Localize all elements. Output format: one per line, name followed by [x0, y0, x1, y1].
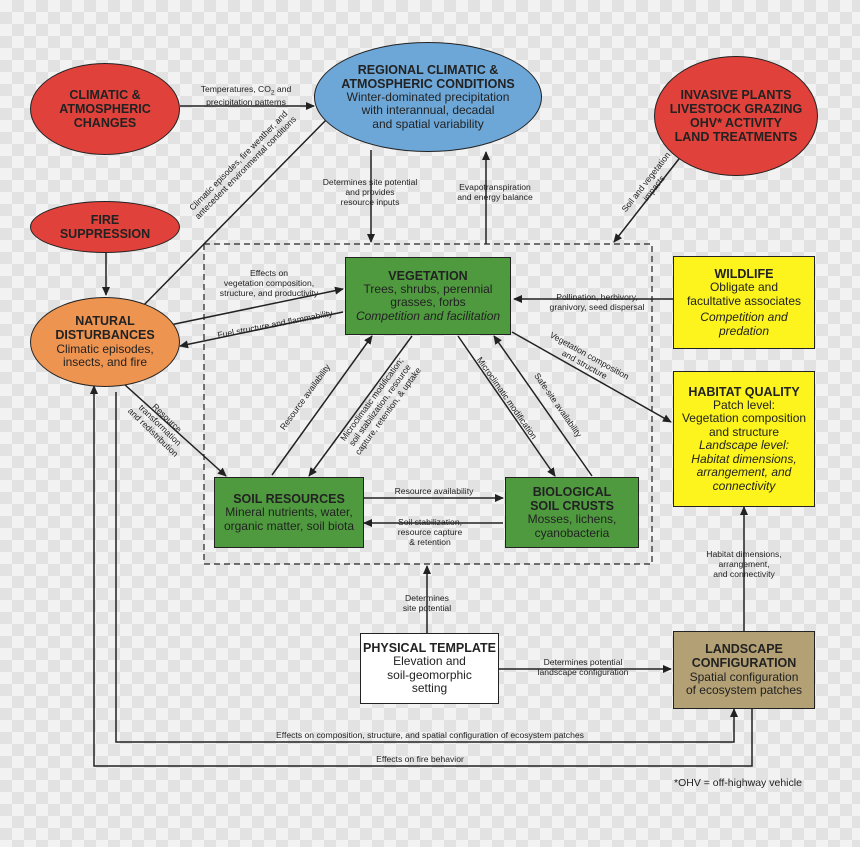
node-natural-disturbances: NATURAL DISTURBANCES Climatic episodes, … [30, 297, 180, 387]
label-evapotranspiration: Evapotranspiration and energy balance [457, 182, 533, 203]
node-habitat-quality: HABITAT QUALITY Patch level: Vegetation … [673, 371, 815, 507]
label-soil-stabilization: Soil stabilization, resource capture & r… [397, 517, 463, 548]
node-title: SOIL RESOURCES [233, 491, 345, 506]
node-title: NATURAL DISTURBANCES [55, 314, 155, 343]
node-body: Patch level: Vegetation composition and … [681, 397, 807, 439]
label-determines-potential-landscape: Determines potential landscape configura… [537, 657, 629, 678]
label-effects-fire: Effects on fire behavior [376, 754, 464, 764]
arrow-effects-fire [90, 385, 753, 767]
node-title: HABITAT QUALITY [688, 384, 800, 399]
node-biological-soil-crusts: BIOLOGICAL SOIL CRUSTS Mosses, lichens, … [505, 477, 639, 548]
node-italic: Competition and predation [700, 310, 788, 338]
arrow-effects-veg [169, 286, 344, 326]
label-pollination: Pollination, herbivory, granivory, seed … [549, 292, 645, 313]
node-wildlife: WILDLIFE Obligate and facultative associ… [673, 256, 815, 349]
label-effects-composition: Effects on composition, structure, and s… [276, 730, 584, 740]
arrow-climatic-episodes [137, 117, 329, 312]
label-determines-site-potential: Determines site potential [402, 593, 452, 614]
node-body: Climatic episodes, insects, and fire [56, 341, 154, 370]
node-title: PHYSICAL TEMPLATE [363, 641, 496, 656]
node-regional-conditions: REGIONAL CLIMATIC & ATMOSPHERIC CONDITIO… [314, 42, 542, 152]
node-italic: Competition and facilitation [355, 308, 501, 323]
footnote: *OHV = off-highway vehicle [674, 777, 802, 789]
node-body: Obligate and facultative associates [686, 279, 802, 308]
node-body: Elevation and soil-geomorphic setting [387, 654, 472, 696]
label-resource-availability-h: Resource availability [394, 486, 474, 496]
node-title: BIOLOGICAL SOIL CRUSTS [530, 484, 614, 513]
node-title: REGIONAL CLIMATIC & ATMOSPHERIC CONDITIO… [341, 62, 515, 91]
node-title: INVASIVE PLANTS LIVESTOCK GRAZING OHV* A… [669, 87, 803, 145]
node-invasive-plants: INVASIVE PLANTS LIVESTOCK GRAZING OHV* A… [654, 56, 818, 176]
node-climatic-changes: CLIMATIC & ATMOSPHERIC CHANGES [30, 63, 180, 155]
node-title: VEGETATION [388, 268, 468, 283]
node-title: FIRE SUPPRESSION [59, 212, 151, 241]
arrow-fuel-structure [179, 311, 344, 349]
node-title: CLIMATIC & ATMOSPHERIC CHANGES [59, 87, 151, 131]
arrow-microclimatic-mod [457, 335, 556, 477]
node-italic: Landscape level: Habitat dimensions, arr… [691, 438, 797, 493]
node-physical-template: PHYSICAL TEMPLATE Elevation and soil-geo… [360, 633, 499, 704]
arrow-resource-availability-diag [271, 335, 373, 476]
arrow-resource-transformation [123, 383, 227, 477]
arrow-microclimatic-soil [308, 335, 413, 477]
arrow-safe-site [493, 335, 593, 477]
node-body: Mosses, lichens, cyanobacteria [527, 512, 617, 540]
node-landscape-configuration: LANDSCAPE CONFIGURATION Spatial configur… [673, 631, 815, 709]
label-effects-vegetation: Effects on vegetation composition, struc… [219, 268, 319, 299]
arrow-veg-composition [511, 331, 672, 423]
node-soil-resources: SOIL RESOURCES Mineral nutrients, water,… [214, 477, 364, 548]
label-habitat-dimensions: Habitat dimensions, arrangement, and con… [706, 549, 782, 580]
node-vegetation: VEGETATION Trees, shrubs, perennial gras… [345, 257, 511, 335]
node-body: Spatial configuration of ecosystem patch… [685, 669, 803, 698]
system-boundary [203, 243, 653, 565]
node-title: WILDLIFE [714, 266, 774, 281]
node-body: Winter-dominated precipitation with inte… [346, 89, 510, 131]
label-site-potential-inputs: Determines site potential and provides r… [322, 177, 418, 208]
node-body: Mineral nutrients, water, organic matter… [223, 505, 355, 533]
arrow-effects-composition [115, 392, 738, 743]
label-temperatures: Temperatures, CO2 and precipitation patt… [200, 84, 292, 108]
node-fire-suppression: FIRE SUPPRESSION [30, 201, 180, 253]
node-title: LANDSCAPE CONFIGURATION [691, 642, 797, 671]
node-body: Trees, shrubs, perennial grasses, forbs [363, 281, 493, 310]
